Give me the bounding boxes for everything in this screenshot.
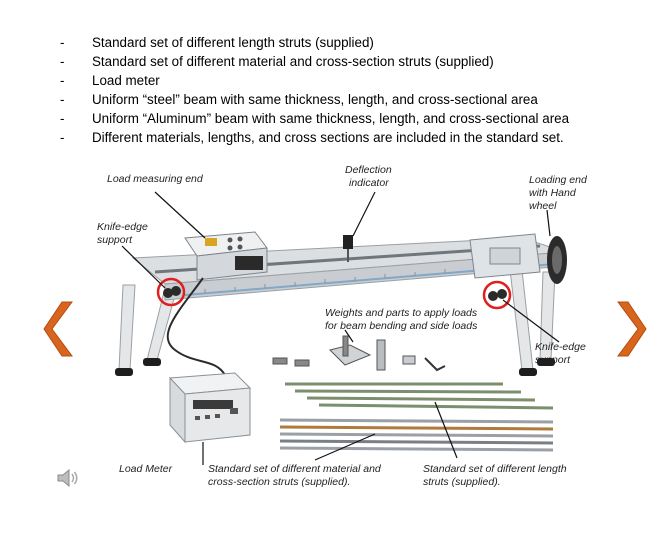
highlight-circle-right (482, 280, 512, 310)
highlight-circle-left (156, 277, 186, 307)
label-knife-edge-right-line2: support (535, 354, 571, 366)
bullet-list: -Standard set of different length struts… (60, 33, 569, 147)
bullet-text: Different materials, lengths, and cross … (92, 130, 564, 145)
bullet-text: Standard set of different material and c… (92, 54, 494, 69)
bullet-text: Uniform “Aluminum” beam with same thickn… (92, 111, 570, 126)
label-load-meter: Load Meter (119, 463, 173, 475)
bullet-item: -Load meter (60, 73, 160, 88)
bullet-text: Load meter (92, 73, 160, 88)
bullet-text: Uniform “steel” beam with same thickness… (92, 92, 538, 107)
label-loading-line1: Loading end (529, 174, 587, 186)
label-weights-line2: for beam bending and side loads (325, 320, 478, 332)
bullet-text: Standard set of different length struts … (92, 35, 374, 50)
bullet-item: -Different materials, lengths, and cross… (60, 130, 564, 145)
label-deflection-line1: Deflection (345, 164, 392, 176)
chevron-left-icon[interactable] (42, 300, 78, 358)
label-knife-edge-left-line1: Knife-edge (97, 221, 148, 233)
label-loading-line3: wheel (529, 200, 557, 212)
chevron-right-icon[interactable] (612, 300, 648, 358)
label-load-measuring-end: Load measuring end (107, 173, 203, 185)
label-weights-line1: Weights and parts to apply loads (325, 307, 478, 319)
bullet-item: -Uniform “Aluminum” beam with same thick… (60, 111, 570, 126)
label-knife-edge-right-line1: Knife-edge (535, 341, 586, 353)
speaker-icon[interactable] (56, 466, 80, 490)
bullet-item: -Standard set of different material and … (60, 54, 494, 69)
apparatus-illustration (115, 191, 567, 465)
bullet-item: -Standard set of different length struts… (60, 35, 374, 50)
label-loading-line2: with Hand (529, 187, 576, 199)
label-length-struts-line1: Standard set of different length (423, 463, 567, 475)
label-material-struts-line1: Standard set of different material and (208, 463, 381, 475)
label-deflection-line2: indicator (349, 177, 389, 189)
label-knife-edge-left-line2: support (97, 234, 133, 246)
bullet-item: -Uniform “steel” beam with same thicknes… (60, 92, 538, 107)
apparatus-figure: Load measuring end Deflection indicator … (85, 160, 605, 500)
label-material-struts-line2: cross-section struts (supplied). (208, 476, 351, 488)
label-length-struts-line2: struts (supplied). (423, 476, 501, 488)
